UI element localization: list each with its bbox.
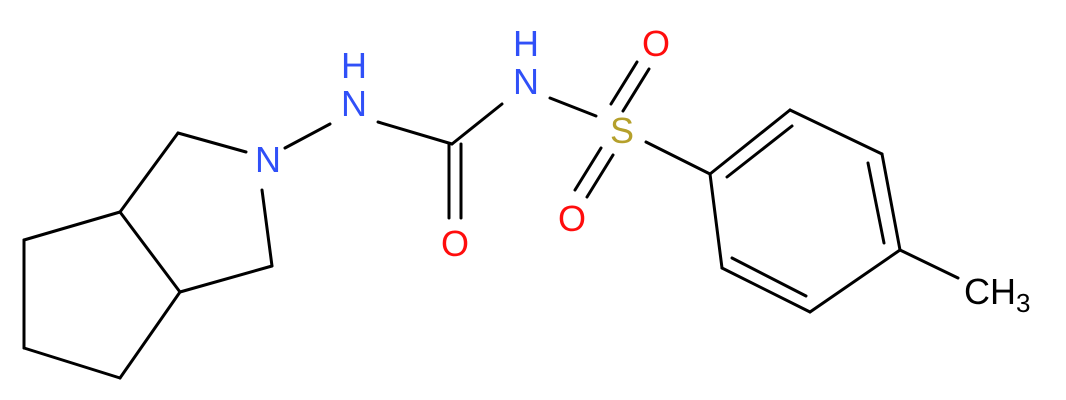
sulfonamide-h-label: H — [513, 23, 539, 64]
bond — [376, 120, 454, 146]
ring-nitrogen-label: N — [255, 139, 281, 180]
bond — [450, 102, 504, 146]
bond — [585, 153, 615, 199]
bond — [725, 124, 794, 179]
hydrazine-nitrogen-label: N — [341, 83, 367, 124]
bond — [260, 188, 274, 268]
methyl-label: CH3 — [964, 271, 1030, 318]
bond — [880, 152, 902, 252]
sulfonamide-nitrogen-label: N — [513, 61, 539, 102]
bond — [788, 108, 884, 156]
bond — [176, 131, 248, 154]
bond — [118, 131, 180, 214]
bond — [720, 266, 812, 314]
bond — [22, 346, 122, 380]
bond — [118, 290, 182, 380]
bond — [178, 264, 274, 294]
bond — [609, 60, 639, 106]
bond — [808, 248, 902, 314]
bond — [548, 96, 598, 118]
bond — [730, 256, 808, 298]
bond — [898, 248, 960, 280]
bond — [708, 172, 724, 270]
hydrazine-h-label: H — [341, 45, 367, 86]
bond — [866, 161, 886, 245]
atom-labels: N H N H N O S O O CH3 — [255, 23, 1030, 318]
bonds — [22, 60, 960, 380]
bond — [118, 210, 182, 294]
sulfonyl-oxygen-bottom-label: O — [558, 198, 586, 239]
bond — [621, 67, 651, 113]
sulfur-label: S — [610, 110, 634, 151]
carbonyl-oxygen-label: O — [441, 223, 469, 264]
methyl-subscript-label: 3 — [1016, 288, 1030, 318]
bond — [283, 122, 332, 150]
bond — [644, 140, 712, 176]
bond — [22, 210, 122, 242]
bond — [708, 108, 792, 176]
methyl-ch-label: CH — [964, 271, 1016, 312]
sulfonyl-oxygen-top-label: O — [642, 23, 670, 64]
bond — [573, 146, 603, 192]
